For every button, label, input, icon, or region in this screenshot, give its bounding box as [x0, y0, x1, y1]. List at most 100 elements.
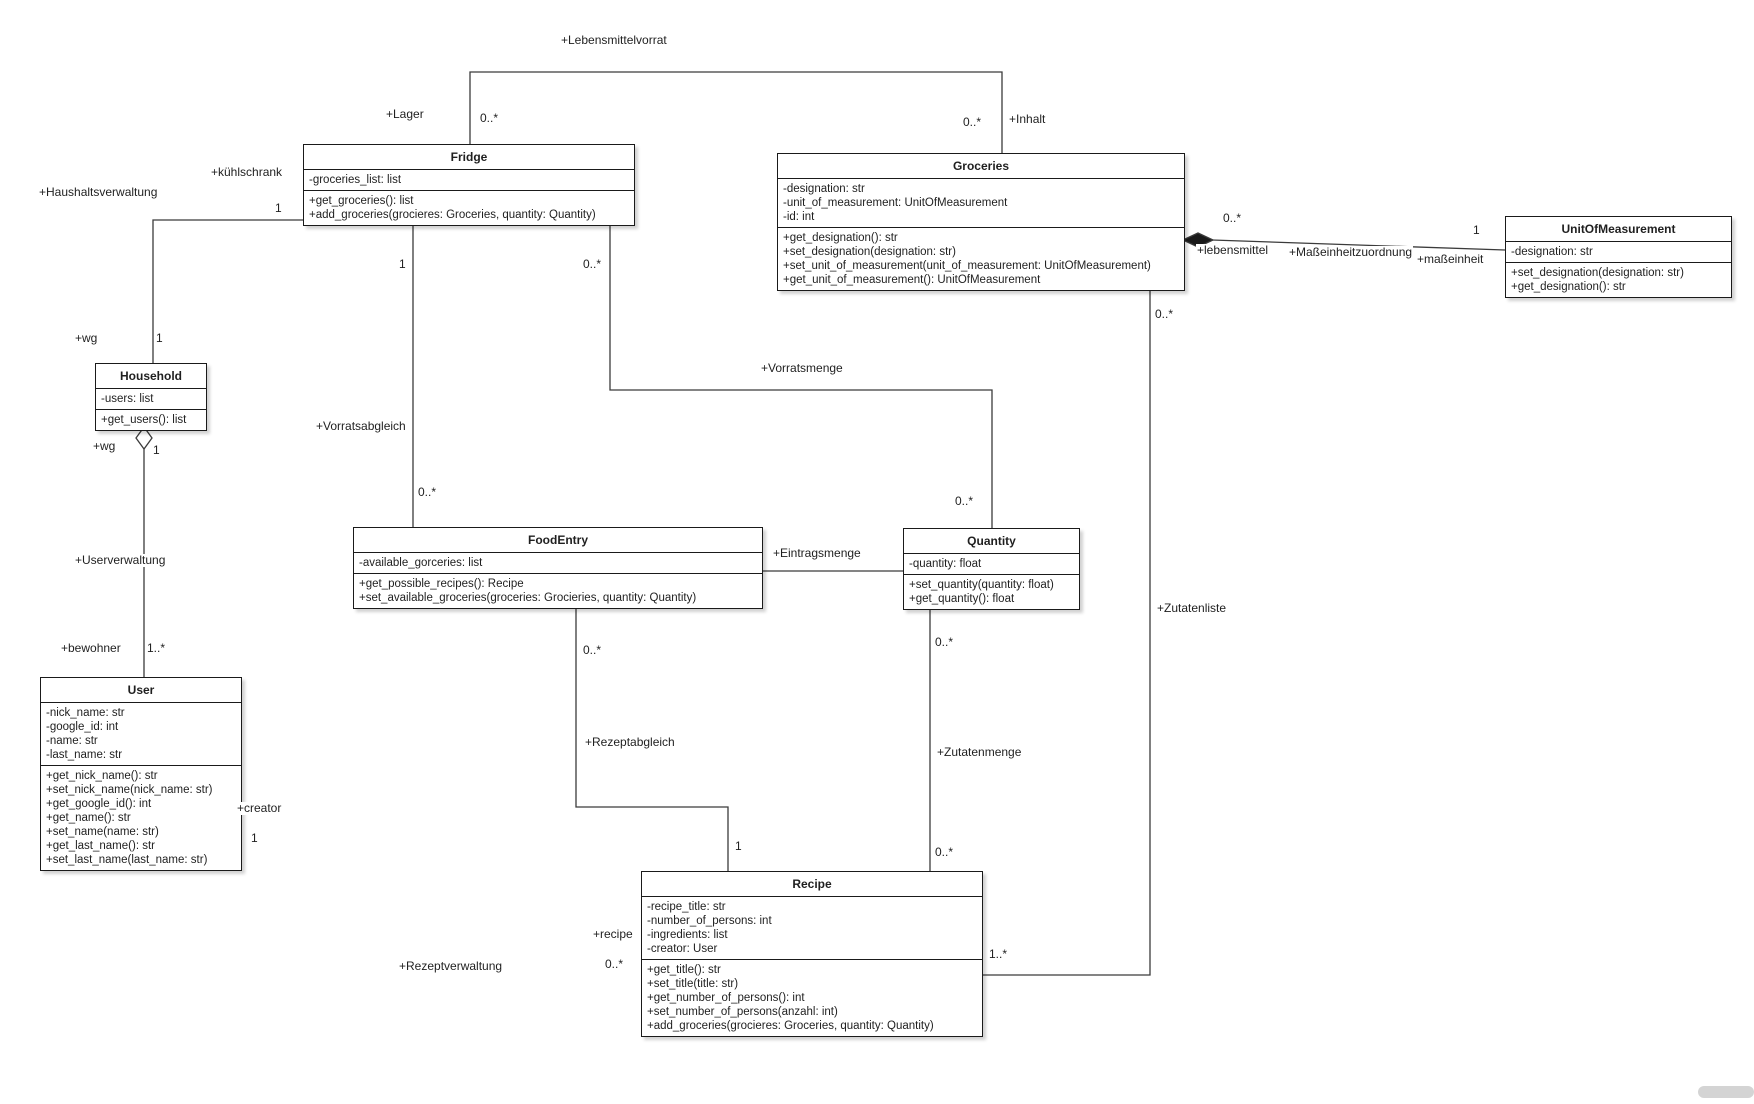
attributes-section: -designation: str — [1506, 242, 1731, 263]
class-title: Recipe — [642, 872, 982, 897]
edge-label: +Rezeptverwaltung — [398, 959, 504, 973]
member-row: +get_last_name(): str — [46, 840, 155, 852]
member-row: +set_nick_name(nick_name: str) — [46, 784, 213, 796]
edge-label: +kühlschrank — [210, 165, 284, 179]
multiplicity-label: 0..* — [934, 845, 955, 859]
edge-label: +Vorratsabgleich — [315, 419, 407, 433]
edge-label: +Maßeinheitzuordnung — [1288, 245, 1414, 259]
class-quantity[interactable]: Quantity -quantity: float +set_quantity(… — [903, 528, 1080, 610]
edge-household-fridge — [152, 219, 303, 363]
attributes-section: -available_gorceries: list — [354, 553, 762, 574]
member-row: -quantity: float — [909, 558, 982, 570]
multiplicity-label: 1..* — [146, 641, 167, 655]
member-row: +set_quantity(quantity: float) — [909, 579, 1054, 591]
multiplicity-label: 1 — [250, 831, 259, 845]
member-row: +get_users(): list — [101, 414, 187, 426]
edge-label: +wg — [92, 439, 117, 453]
member-row: +set_unit_of_measurement(unit_of_measure… — [783, 260, 1151, 272]
multiplicity-label: 1 — [734, 839, 743, 853]
attributes-section: -designation: str -unit_of_measurement: U… — [778, 179, 1184, 228]
class-foodentry[interactable]: FoodEntry -available_gorceries: list +ge… — [353, 527, 763, 609]
member-row: -last_name: str — [46, 749, 123, 761]
member-row: -id: int — [783, 211, 815, 223]
member-row: -nick_name: str — [46, 707, 125, 719]
edge-label: +Vorratsmenge — [760, 361, 844, 375]
member-row: +set_available_groceries(groceries: Groc… — [359, 592, 697, 604]
member-row: -google_id: int — [46, 721, 119, 733]
multiplicity-label: 1 — [152, 443, 161, 457]
member-row: -unit_of_measurement: UnitOfMeasurement — [783, 197, 1008, 209]
edge-label: +creator — [236, 801, 283, 815]
class-unitofmeasurement[interactable]: UnitOfMeasurement -designation: str +set… — [1505, 216, 1732, 298]
methods-section: +get_designation(): str+set_designation(… — [778, 228, 1184, 290]
multiplicity-label: 0..* — [479, 111, 500, 125]
member-row: -designation: str — [1511, 246, 1593, 258]
methods-section: +set_quantity(quantity: float) +get_quant… — [904, 575, 1079, 609]
member-row: +set_name(name: str) — [46, 826, 159, 838]
multiplicity-label: 0..* — [604, 957, 625, 971]
member-row: -designation: str — [783, 183, 865, 195]
methods-section: +get_possible_recipes(): Recipe +set_avai… — [354, 574, 762, 608]
member-row: -ingredients: list — [647, 929, 728, 941]
multiplicity-label: 1 — [398, 257, 407, 271]
horizontal-scrollbar-thumb[interactable] — [1698, 1086, 1754, 1098]
class-groceries[interactable]: Groceries -designation: str-unit_of_meas… — [777, 153, 1185, 291]
edge-label: +Zutatenliste — [1156, 601, 1228, 615]
member-row: +get_groceries(): list — [309, 195, 414, 207]
member-row: -available_gorceries: list — [359, 557, 483, 569]
multiplicity-label: 1 — [274, 201, 283, 215]
multiplicity-label: 0..* — [1222, 211, 1243, 225]
member-row: +get_name(): str — [46, 812, 131, 824]
edge-label: +bewohner — [60, 641, 122, 655]
attributes-section: -users: list — [96, 389, 206, 410]
edge-groceries-unitofmeasurement — [1211, 239, 1506, 251]
member-row: -users: list — [101, 393, 154, 405]
member-row: +get_designation(): str — [1511, 281, 1626, 293]
member-row: -groceries_list: list — [309, 174, 402, 186]
class-title: Fridge — [304, 145, 634, 170]
edge-groceries-recipe — [981, 287, 1151, 976]
edge-label: +Rezeptabgleich — [584, 735, 676, 749]
member-row: +add_groceries(grocieres: Groceries, qua… — [309, 209, 596, 221]
edge-fridge-groceries — [469, 71, 1003, 153]
multiplicity-label: 1..* — [988, 947, 1009, 961]
multiplicity-label: 0..* — [962, 115, 983, 129]
multiplicity-label: 0..* — [417, 485, 438, 499]
edge-fridge-quantity — [609, 222, 993, 528]
edge-label: +Haushaltsverwaltung — [38, 185, 159, 199]
member-row: -number_of_persons: int — [647, 915, 772, 927]
attributes-section: -groceries_list: list — [304, 170, 634, 191]
member-row: +get_google_id(): int — [46, 798, 152, 810]
methods-section: +get_nick_name(): str +set_nick_name(nick… — [41, 766, 241, 870]
edge-label: +Lebensmittelvorrat — [560, 33, 668, 47]
class-user[interactable]: User -nick_name: str-google_id: int-name… — [40, 677, 242, 871]
member-row: +get_possible_recipes(): Recipe — [359, 578, 524, 590]
class-title: User — [41, 678, 241, 703]
member-row: +get_title(): str — [647, 964, 721, 976]
member-row: +get_number_of_persons(): int — [647, 992, 805, 1004]
member-row: +get_designation(): str — [783, 232, 898, 244]
class-household[interactable]: Household -users: list +get_users(): lis… — [95, 363, 207, 431]
member-row: +set_last_name(last_name: str) — [46, 854, 208, 866]
attributes-section: -quantity: float — [904, 554, 1079, 575]
edge-foodentry-recipe — [575, 605, 729, 871]
edge-label: +maßeinheit — [1416, 252, 1485, 266]
multiplicity-label: 0..* — [934, 635, 955, 649]
member-row: -recipe_title: str — [647, 901, 726, 913]
multiplicity-label: 0..* — [582, 643, 603, 657]
member-row: +get_nick_name(): str — [46, 770, 158, 782]
member-row: +get_quantity(): float — [909, 593, 1015, 605]
multiplicity-label: 0..* — [1154, 307, 1175, 321]
edge-label: +Eintragsmenge — [772, 546, 862, 560]
edge-label: +recipe — [592, 927, 634, 941]
attributes-section: -nick_name: str-google_id: int-name: str… — [41, 703, 241, 766]
multiplicity-label: 1 — [1472, 223, 1481, 237]
methods-section: +set_designation(designation: str) +get_d… — [1506, 263, 1731, 297]
class-recipe[interactable]: Recipe -recipe_title: str -number_of_pers… — [641, 871, 983, 1037]
class-fridge[interactable]: Fridge -groceries_list: list +get_grocer… — [303, 144, 635, 226]
member-row: +set_designation(designation: str) — [1511, 267, 1684, 279]
edge-label: +Inhalt — [1008, 112, 1047, 126]
edge-label: +lebensmittel — [1196, 243, 1270, 257]
member-row: +add_groceries(grocieres: Groceries, qua… — [647, 1020, 934, 1032]
